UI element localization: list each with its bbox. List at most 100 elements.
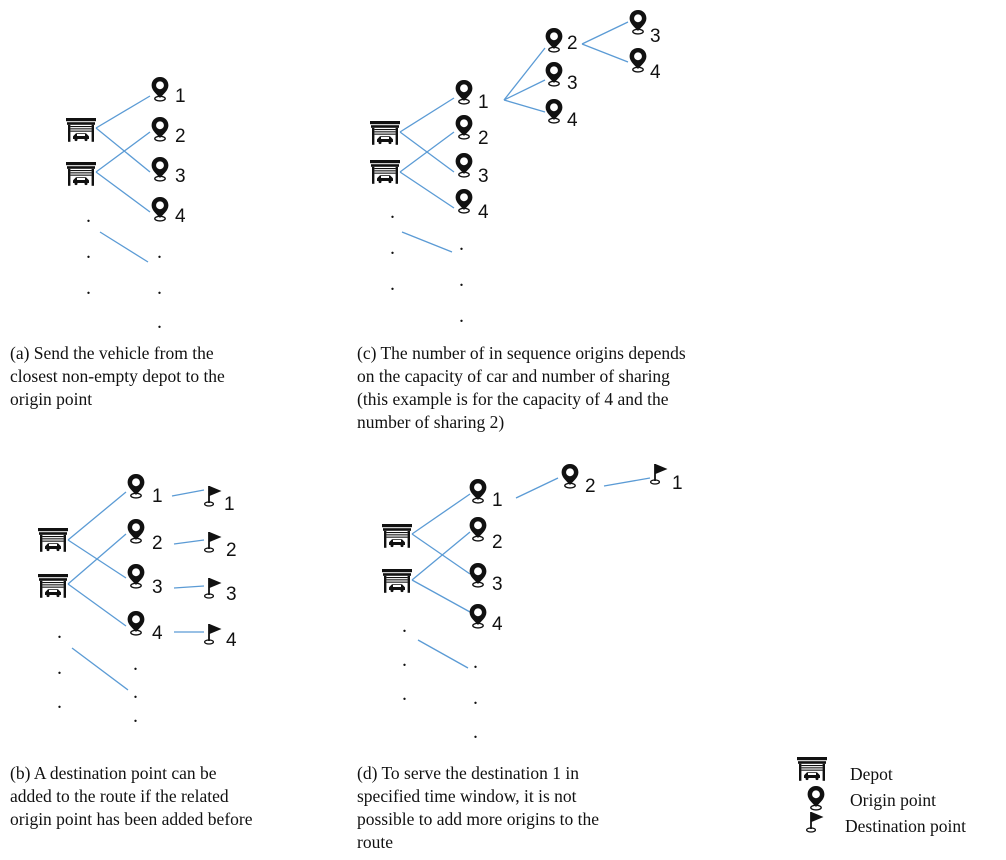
destination-flag-icon <box>806 811 825 833</box>
ellipsis-dot: . <box>402 683 407 705</box>
destination-label: 4 <box>226 630 237 651</box>
destination-flag-icon <box>204 485 223 507</box>
caption-line: on the capacity of car and number of sha… <box>357 366 670 386</box>
destination-label: 1 <box>224 494 235 515</box>
route-edge <box>503 79 546 101</box>
caption-line: (d) To serve the destination 1 in <box>357 763 580 783</box>
origin-label: 4 <box>492 614 503 635</box>
ellipsis-dot: . <box>86 241 91 263</box>
caption-line: (b) A destination point can be <box>10 763 217 783</box>
ellipsis-dot: . <box>473 687 478 709</box>
origin-pin-icon <box>150 76 170 102</box>
origin-pin-icon <box>806 785 826 811</box>
origin-pin-icon <box>454 152 474 178</box>
destination-flag-icon <box>204 577 223 599</box>
route-edge <box>603 477 651 487</box>
origin-label: 2 <box>175 126 186 147</box>
depot-icon <box>66 118 96 142</box>
route-edge <box>71 647 129 691</box>
destination-label: 3 <box>226 584 237 605</box>
ellipsis-dot: . <box>402 615 407 637</box>
origin-pin-icon <box>126 563 146 589</box>
panel-b: 1 2 3 4 1 2 3 4 . . . . . . <box>38 473 237 727</box>
route-edge <box>411 531 471 581</box>
caption-line: specified time window, it is not <box>357 786 577 806</box>
origin-pin-icon <box>468 478 488 504</box>
ellipsis-dot: . <box>390 273 395 295</box>
origin-pin-icon <box>150 156 170 182</box>
route-edge <box>67 583 127 627</box>
origin-label: 4 <box>567 110 578 131</box>
ellipsis-dot: . <box>459 269 464 291</box>
route-edge <box>95 95 151 129</box>
origin-label: 4 <box>650 62 661 83</box>
origin-label: 3 <box>492 574 503 595</box>
origin-label: 4 <box>478 202 489 223</box>
caption-line: number of sharing 2) <box>357 412 505 432</box>
origin-label: 2 <box>567 33 578 54</box>
ellipsis-dot: . <box>473 721 478 743</box>
depot-icon <box>797 757 827 781</box>
route-edge <box>95 131 151 173</box>
caption-line: (a) Send the vehicle from the <box>10 343 214 363</box>
depot-icon <box>66 162 96 186</box>
route-edge <box>581 21 629 45</box>
origin-label: 2 <box>585 476 596 497</box>
route-edge <box>503 99 546 113</box>
origin-label: 3 <box>478 166 489 187</box>
destination-flag-icon <box>204 531 223 553</box>
ellipsis-dot: . <box>459 305 464 327</box>
route-edge <box>173 539 205 545</box>
ellipsis-dot: . <box>86 277 91 299</box>
caption-line: added to the route if the related <box>10 786 229 806</box>
depot-icon <box>38 528 68 552</box>
route-edge <box>399 131 455 173</box>
origin-pin-icon <box>628 47 648 73</box>
origin-label: 3 <box>567 73 578 94</box>
panel-d: 1 2 3 4 2 1 . . . . . . <box>382 463 683 743</box>
origin-label: 3 <box>152 577 163 598</box>
depot-icon <box>370 160 400 184</box>
route-edge <box>399 97 455 133</box>
caption-line: possible to add more origins to the <box>357 809 600 829</box>
caption-line: closest non-empty depot to the <box>10 366 225 386</box>
route-edge <box>95 127 151 173</box>
caption-line: route <box>357 832 393 852</box>
ellipsis-dot: . <box>157 241 162 263</box>
origin-label: 3 <box>175 166 186 187</box>
destination-label: 2 <box>226 540 237 561</box>
origin-label: 3 <box>650 26 661 47</box>
origin-pin-icon <box>150 116 170 142</box>
ellipsis-dot: . <box>133 681 138 703</box>
route-edge <box>401 231 453 253</box>
route-edge <box>171 489 205 497</box>
route-edge <box>411 493 471 535</box>
panel-c: 1 2 3 4 2 3 4 3 4 . . . . . . <box>370 9 661 327</box>
depot-icon <box>38 574 68 598</box>
origin-pin-icon <box>544 98 564 124</box>
caption-line: origin point <box>10 389 93 409</box>
ellipsis-dot: . <box>157 277 162 299</box>
origin-pin-icon <box>454 188 474 214</box>
route-edge <box>67 533 127 585</box>
origin-pin-icon <box>126 473 146 499</box>
caption-line: (c) The number of in sequence origins de… <box>357 343 686 363</box>
origin-label: 2 <box>492 532 503 553</box>
origin-label: 1 <box>492 490 503 511</box>
ellipsis-dot: . <box>157 311 162 333</box>
ellipsis-dot: . <box>57 691 62 713</box>
ellipsis-dot: . <box>390 201 395 223</box>
route-edge <box>515 477 559 499</box>
route-edge <box>173 585 205 589</box>
origin-label: 4 <box>152 623 163 644</box>
ellipsis-dot: . <box>57 621 62 643</box>
destination-label: 1 <box>672 473 683 494</box>
origin-pin-icon <box>544 61 564 87</box>
origin-label: 2 <box>478 128 489 149</box>
route-edge <box>399 171 455 209</box>
route-edge <box>411 579 471 613</box>
ellipsis-dot: . <box>402 649 407 671</box>
legend-origin-label: Origin point <box>850 790 937 810</box>
depot-icon <box>382 524 412 548</box>
origin-pin-icon <box>544 27 564 53</box>
